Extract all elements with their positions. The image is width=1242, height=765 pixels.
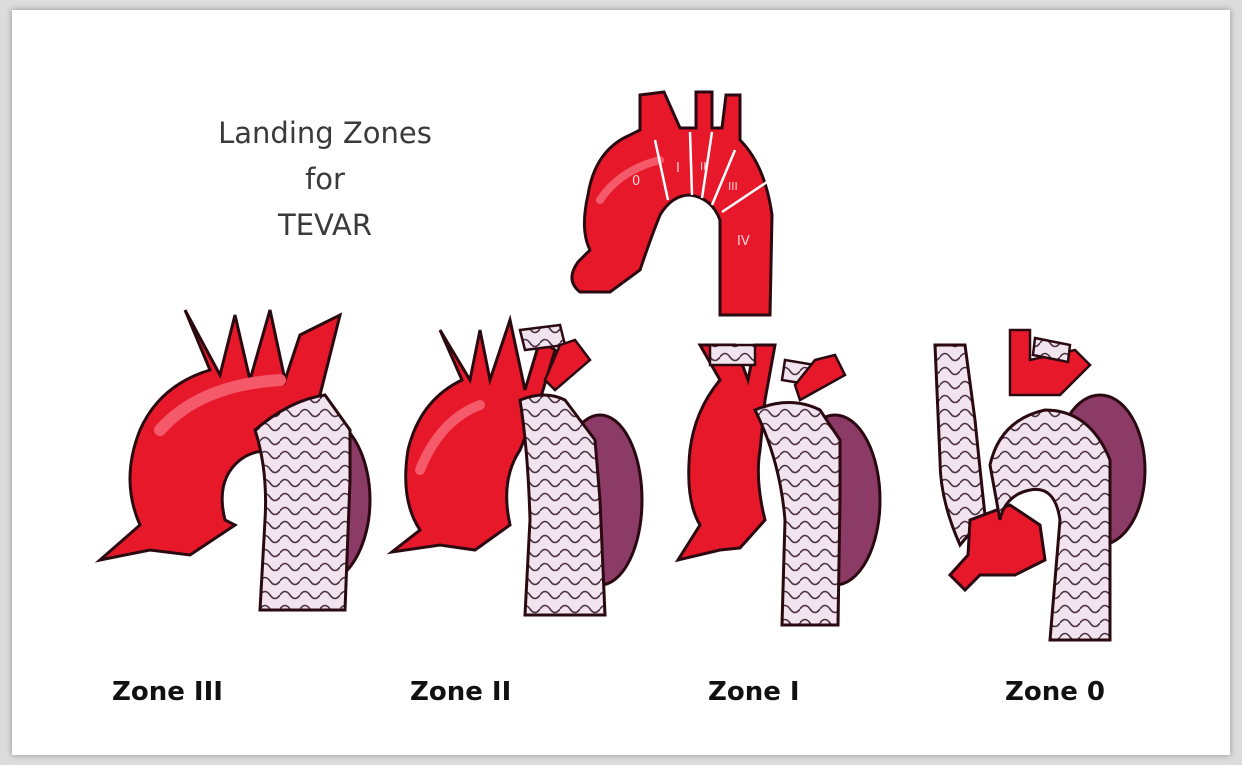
zone-label-ii: Zone II bbox=[410, 677, 511, 707]
zone-0-illustration bbox=[935, 330, 1145, 640]
zone-i-aorta bbox=[678, 345, 775, 560]
reference-marker-3: III bbox=[728, 180, 738, 193]
reference-marker-0: 0 bbox=[632, 174, 640, 189]
zone-iii-illustration bbox=[100, 310, 370, 610]
reference-marker-4: IV bbox=[737, 234, 750, 249]
zone-iii-stent-graft bbox=[255, 395, 350, 610]
reference-marker-2: II bbox=[700, 160, 707, 173]
zone-0-bypass-graft bbox=[935, 345, 985, 545]
zone-ii-illustration bbox=[392, 320, 642, 615]
zone-i-stent-graft bbox=[755, 403, 840, 626]
zone-label-i: Zone I bbox=[708, 677, 800, 707]
reference-aorta bbox=[572, 92, 772, 315]
zone-i-illustration bbox=[678, 345, 880, 625]
reference-marker-1: I bbox=[676, 161, 680, 176]
reference-aortic-arch: 0 I II III IV bbox=[572, 92, 772, 315]
zone-i-bypass-1 bbox=[710, 345, 755, 365]
zone-label-0: Zone 0 bbox=[1005, 677, 1105, 707]
zone-label-iii: Zone III bbox=[112, 677, 223, 707]
